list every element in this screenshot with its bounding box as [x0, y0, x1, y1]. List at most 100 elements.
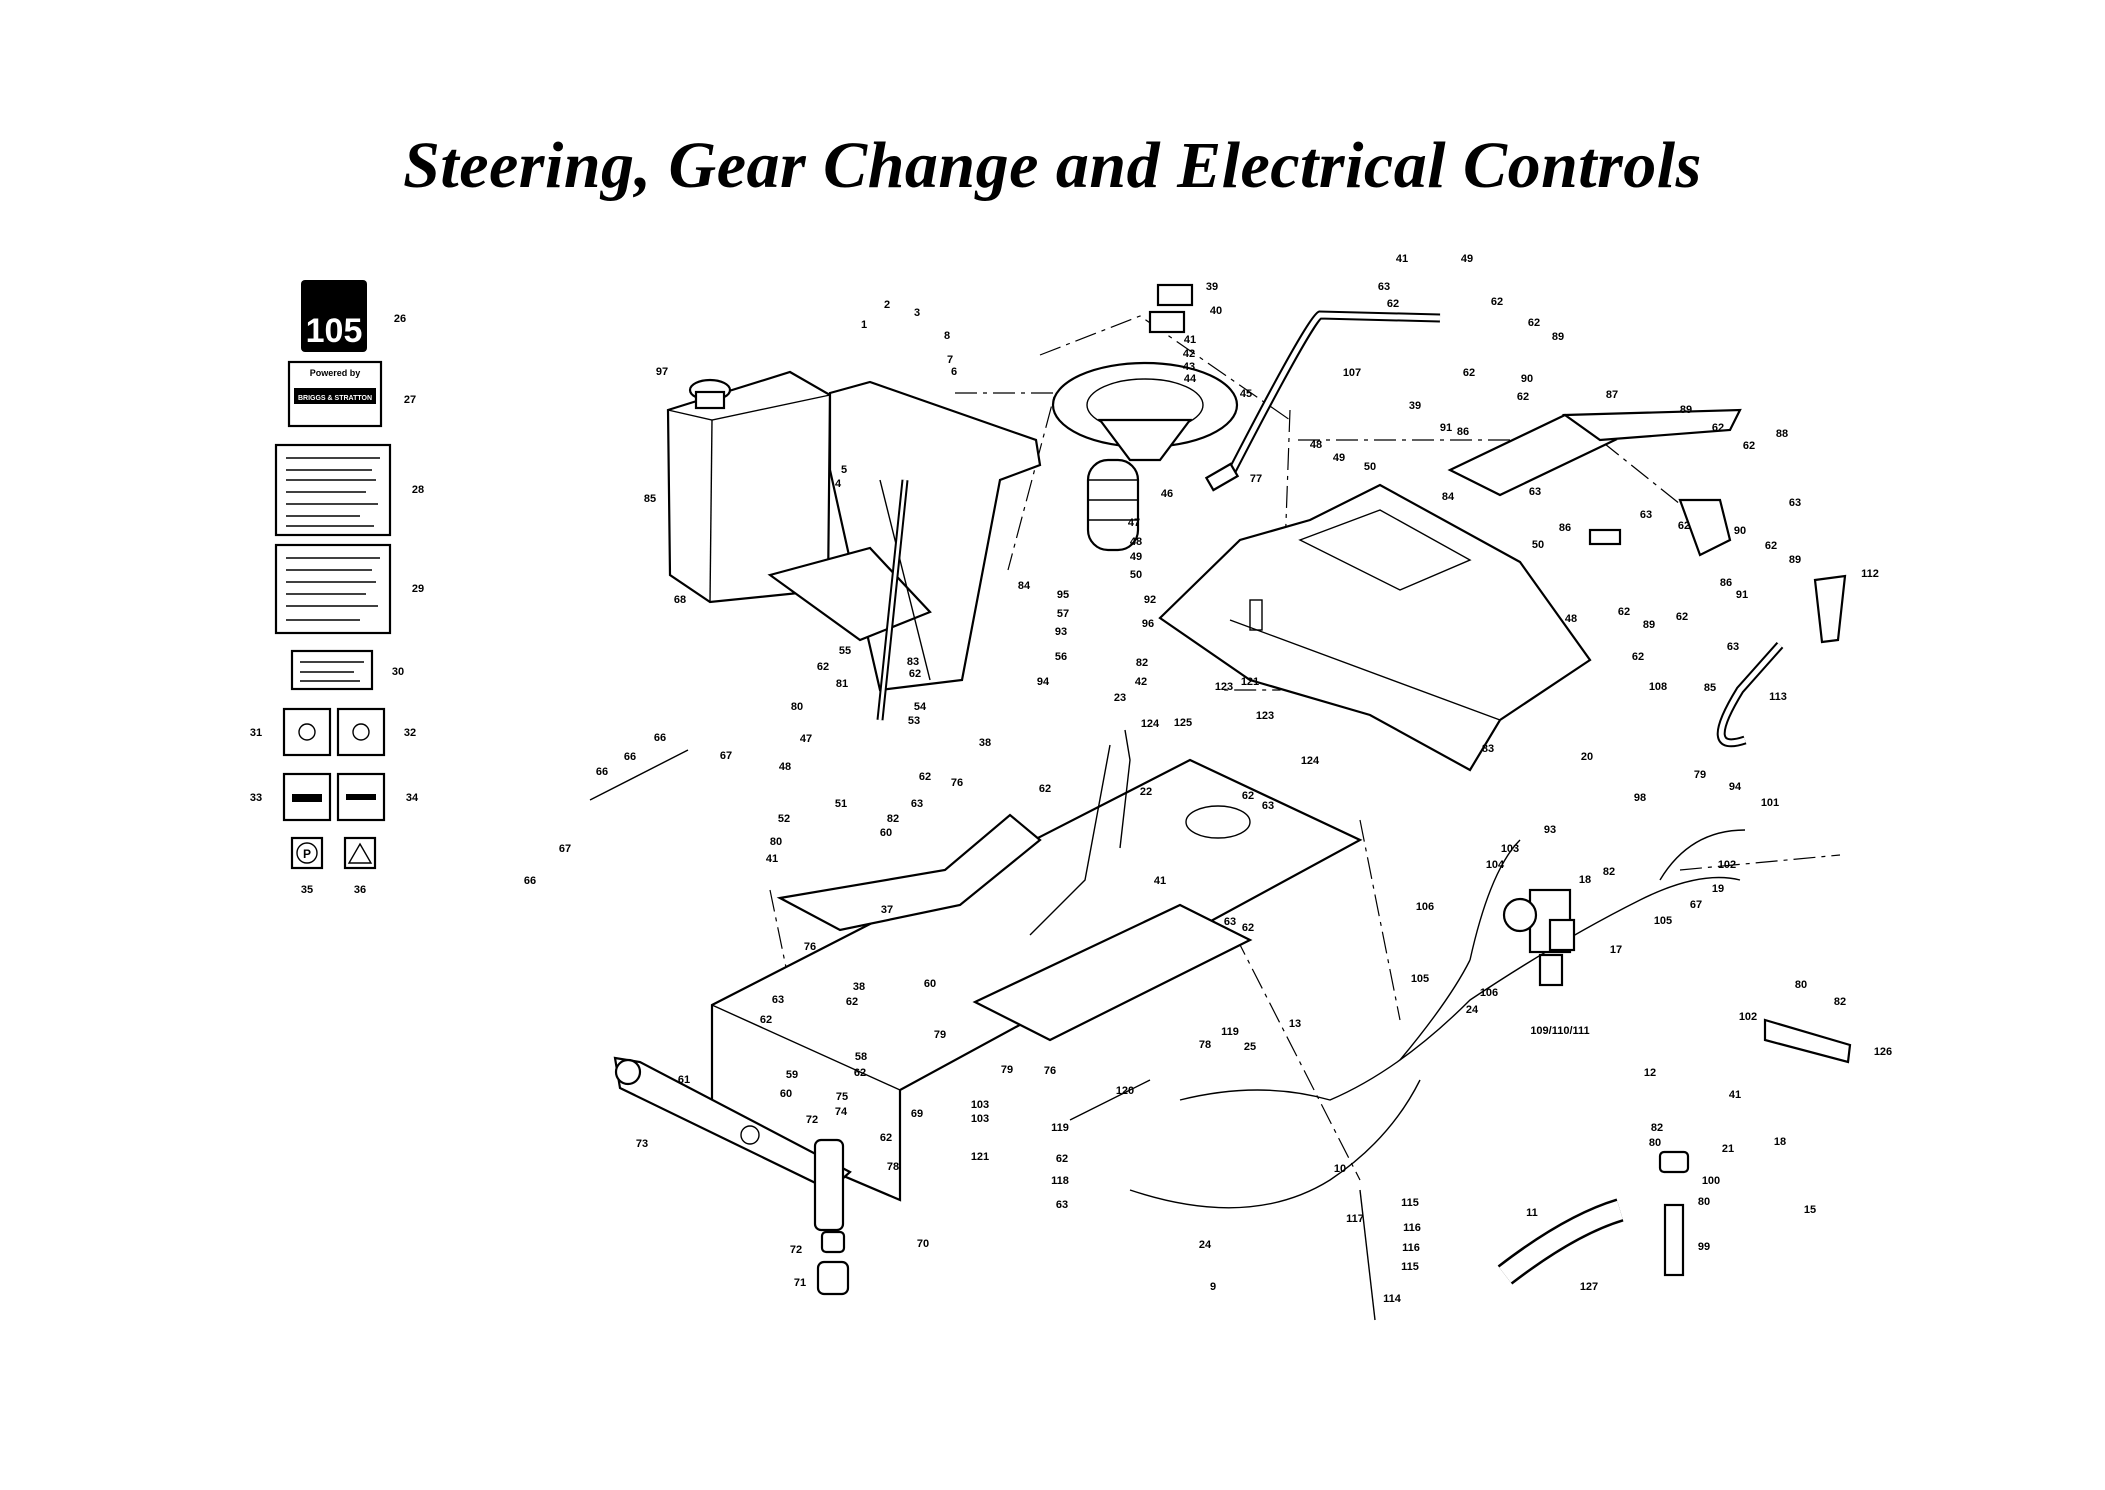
callout-63: 63	[1378, 281, 1390, 293]
decal-column: 105 Powered by BRIGGS & STRATTON	[274, 280, 392, 870]
callout-10: 10	[1334, 1163, 1346, 1175]
callout-3: 3	[914, 307, 920, 319]
callout-101: 101	[1761, 797, 1779, 809]
callout-115: 115	[1401, 1197, 1419, 1209]
callout-90: 90	[1734, 525, 1746, 537]
callout-60: 60	[924, 978, 936, 990]
callout-62: 62	[1632, 651, 1644, 663]
callout-89: 89	[1552, 331, 1564, 343]
callout-62: 62	[817, 661, 829, 673]
callout-58: 58	[855, 1051, 867, 1063]
callout-75: 75	[836, 1091, 848, 1103]
callout-54: 54	[914, 701, 927, 713]
callout-11: 11	[1526, 1207, 1538, 1219]
rear-axle-rod	[1658, 1018, 1852, 1277]
callout-124: 124	[1301, 755, 1320, 767]
callout-41: 41	[766, 853, 778, 865]
callout-67: 67	[720, 750, 732, 762]
callout-66: 66	[596, 766, 608, 778]
callout-82: 82	[1651, 1122, 1663, 1134]
callout-91: 91	[1736, 589, 1748, 601]
callout-63: 63	[1640, 509, 1652, 521]
callout-20: 20	[1581, 751, 1593, 763]
callout-15: 15	[1804, 1204, 1816, 1216]
callout-89: 89	[1680, 404, 1692, 416]
callout-112: 112	[1861, 568, 1879, 580]
callout-109-110-111: 109/110/111	[1530, 1025, 1589, 1037]
footrest-plate	[776, 813, 1042, 932]
callout-107: 107	[1343, 367, 1361, 379]
callout-62: 62	[1387, 298, 1399, 310]
fuel-tank	[666, 370, 832, 604]
callout-48: 48	[1565, 613, 1577, 625]
callout-82: 82	[1136, 657, 1148, 669]
parking-decal: P	[290, 836, 324, 870]
callout-94: 94	[1037, 676, 1050, 688]
callout-77: 77	[1250, 473, 1262, 485]
steering-wheel	[1051, 283, 1239, 552]
callout-63: 63	[1056, 1199, 1068, 1211]
cutter-height-decals	[282, 707, 386, 822]
callout-40: 40	[1210, 305, 1222, 317]
callout-97: 97	[656, 366, 668, 378]
callout-48: 48	[1310, 439, 1322, 451]
callout-84: 84	[1018, 580, 1031, 592]
callout-18: 18	[1774, 1136, 1786, 1148]
callout-76: 76	[951, 777, 963, 789]
callout-105: 105	[1411, 973, 1429, 985]
callout-38: 38	[979, 737, 991, 749]
callout-28: 28	[412, 484, 424, 496]
callout-52: 52	[778, 813, 790, 825]
callout-63: 63	[1262, 800, 1274, 812]
callout-63: 63	[1529, 486, 1541, 498]
callout-49: 49	[1333, 452, 1345, 464]
callout-48: 48	[779, 761, 791, 773]
callout-62: 62	[919, 771, 931, 783]
callout-50: 50	[1364, 461, 1376, 473]
callout-114: 114	[1383, 1293, 1402, 1305]
callout-76: 76	[804, 941, 816, 953]
callout-85: 85	[644, 493, 656, 505]
callout-80: 80	[1698, 1196, 1710, 1208]
callout-108: 108	[1649, 681, 1667, 693]
top-body-panel	[1158, 483, 1592, 772]
callout-41: 41	[1396, 253, 1408, 265]
callout-62: 62	[880, 1132, 892, 1144]
callout-123: 123	[1215, 681, 1233, 693]
callout-66: 66	[624, 751, 636, 763]
callout-13: 13	[1289, 1018, 1301, 1030]
callout-25: 25	[1244, 1041, 1256, 1053]
powered-by-text: Powered by	[310, 368, 361, 378]
callout-36: 36	[354, 884, 366, 896]
callout-66: 66	[524, 875, 536, 887]
callout-125: 125	[1174, 717, 1192, 729]
callout-78: 78	[1199, 1039, 1211, 1051]
callout-30: 30	[392, 666, 404, 678]
callout-62: 62	[1039, 783, 1051, 795]
callout-80: 80	[791, 701, 803, 713]
callout-70: 70	[917, 1238, 929, 1250]
callout-90: 90	[1521, 373, 1533, 385]
callout-41: 41	[1729, 1089, 1741, 1101]
callout-44: 44	[1184, 373, 1197, 385]
callout-103: 103	[1501, 843, 1519, 855]
callout-55: 55	[839, 645, 851, 657]
dashboard-console	[767, 380, 1042, 692]
callout-46: 46	[1161, 488, 1173, 500]
callout-51: 51	[835, 798, 847, 810]
callout-69: 69	[911, 1108, 923, 1120]
callout-62: 62	[760, 1014, 772, 1026]
callout-24: 24	[1466, 1004, 1479, 1016]
callout-39: 39	[1409, 400, 1421, 412]
callout-41: 41	[1154, 875, 1166, 887]
callout-62: 62	[1743, 440, 1755, 452]
throttle-lever-rod	[1204, 310, 1441, 492]
callout-99: 99	[1698, 1241, 1710, 1253]
instruction-decal-start	[274, 543, 392, 635]
callout-116: 116	[1402, 1242, 1420, 1254]
model-number-decal: 105	[301, 280, 367, 352]
callout-106: 106	[1480, 987, 1498, 999]
callout-42: 42	[1183, 348, 1195, 360]
callout-24: 24	[1199, 1239, 1212, 1251]
wiring-harness	[1129, 829, 1746, 1209]
